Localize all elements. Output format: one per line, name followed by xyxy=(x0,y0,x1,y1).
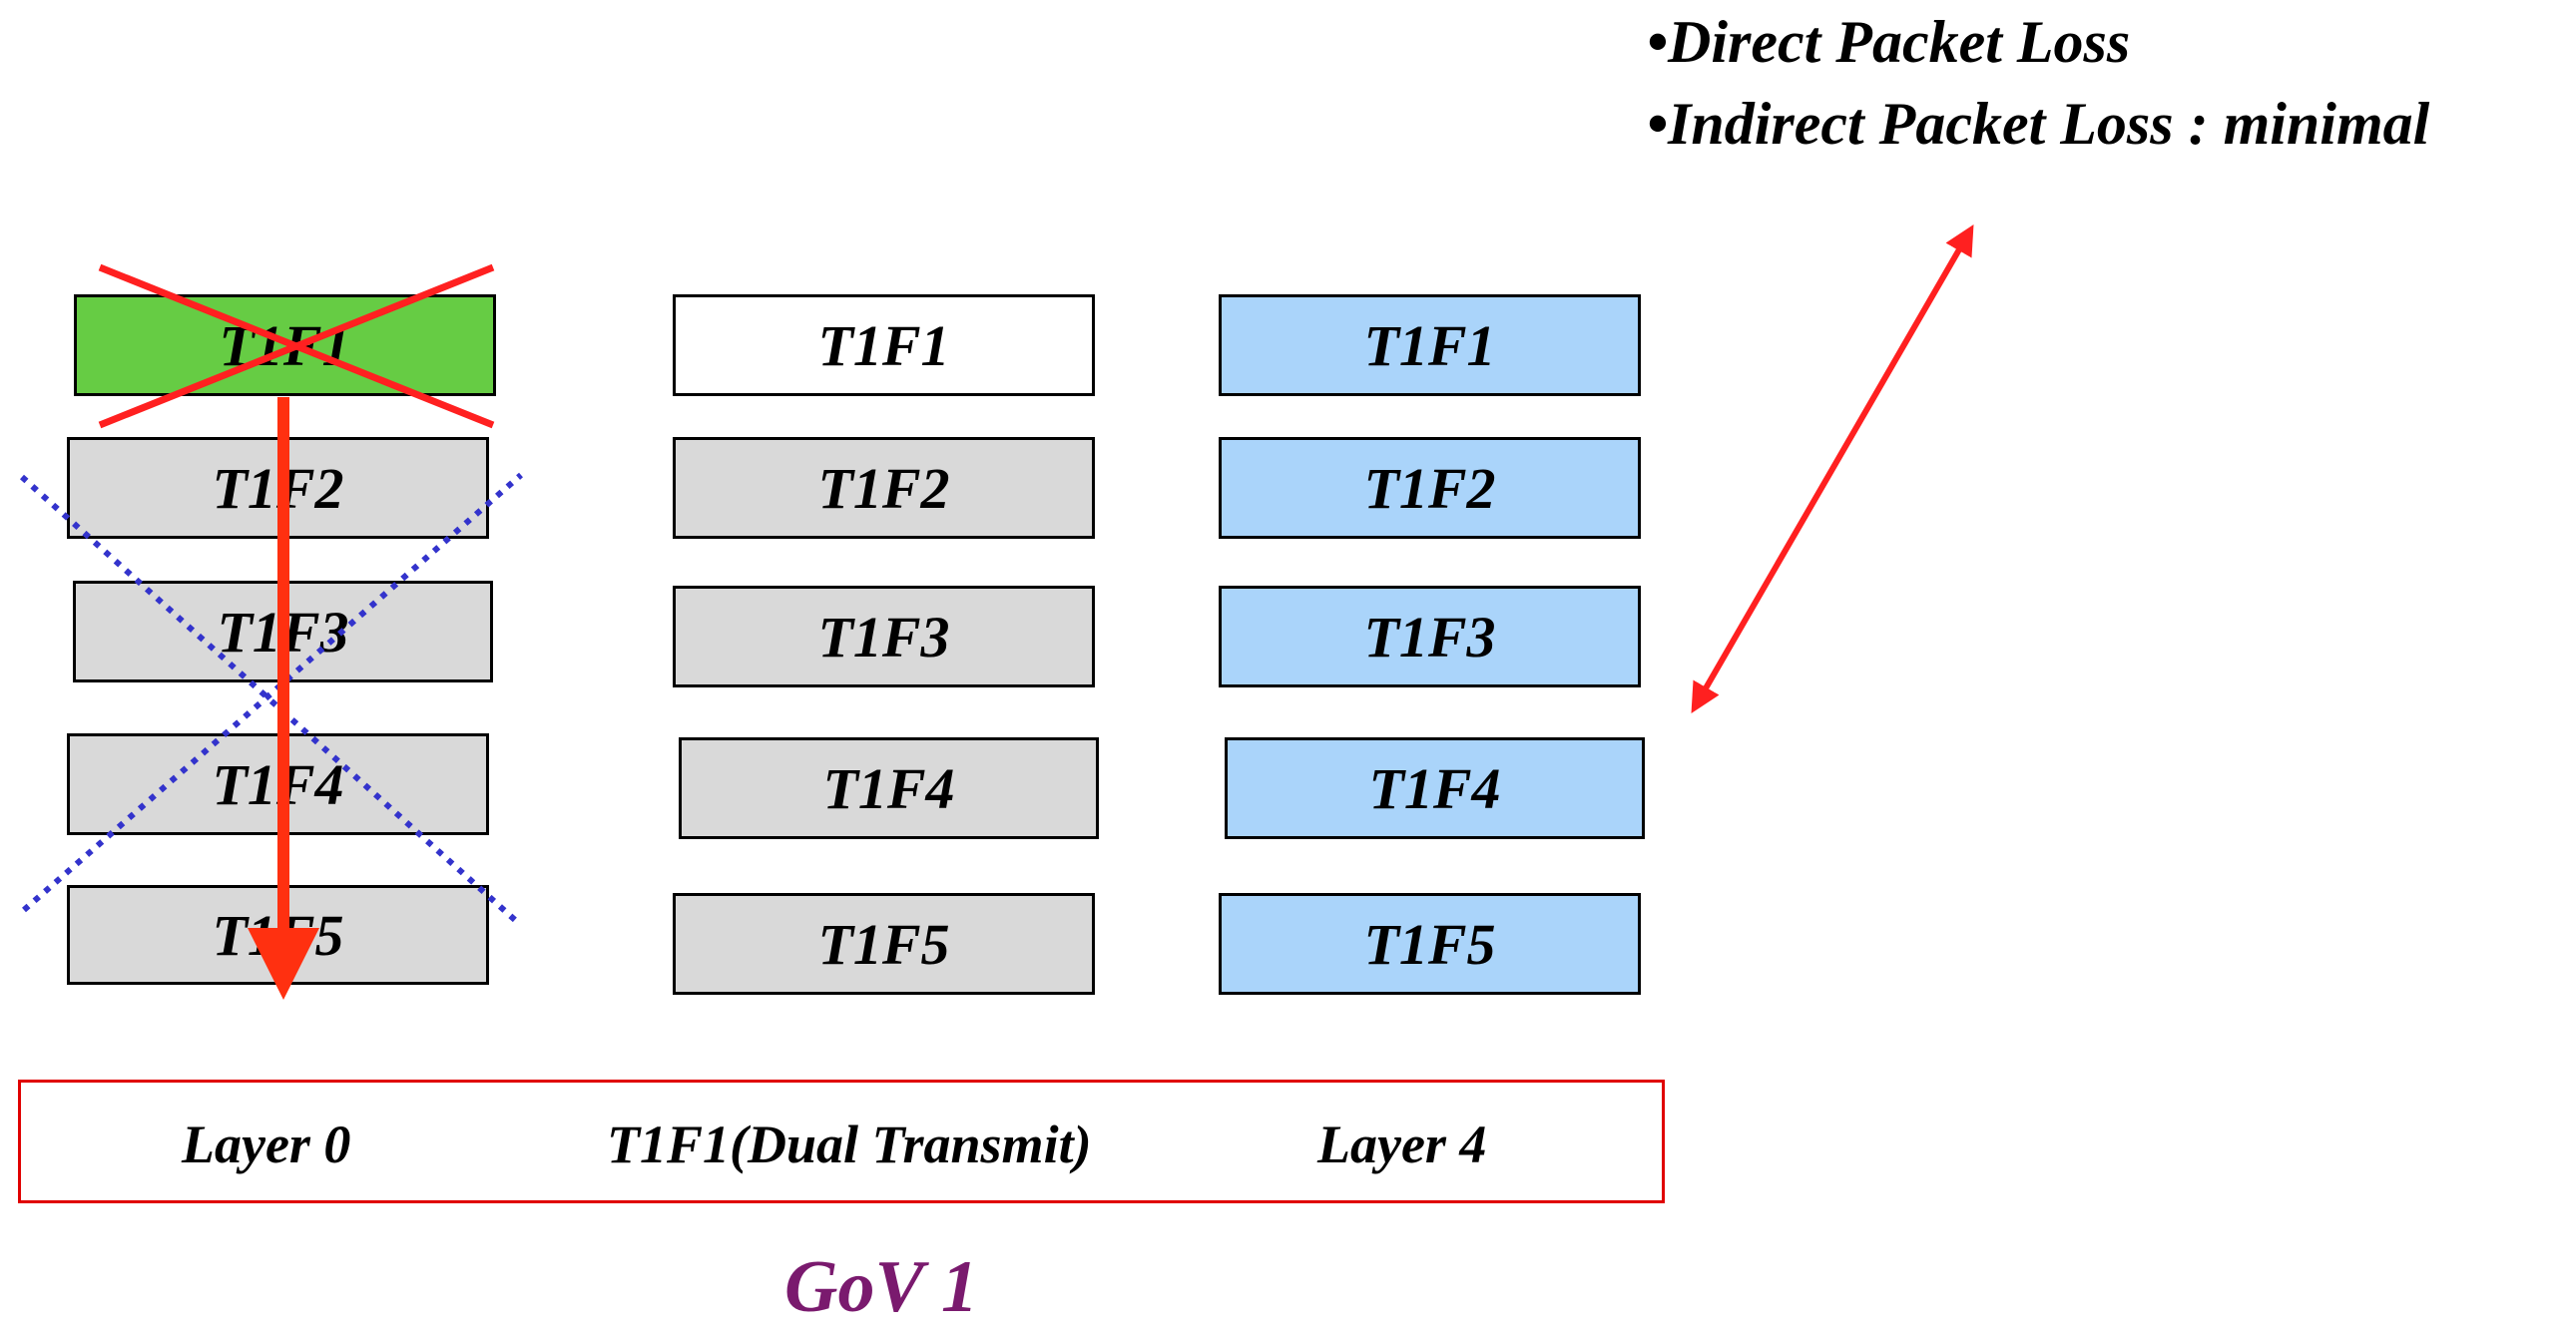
legend-box xyxy=(18,1080,1665,1203)
frame-layer4-t1f1: T1F1 xyxy=(1219,294,1641,396)
legend-layer0: Layer 0 xyxy=(182,1115,351,1174)
frame-dual-t1f1: T1F1 xyxy=(673,294,1095,396)
red-cross-icon xyxy=(98,263,495,429)
group-label: GoV 1 xyxy=(784,1246,978,1328)
frame-layer4-t1f3: T1F3 xyxy=(1219,586,1641,687)
double-headed-arrow xyxy=(1691,224,1974,713)
legend-dual-transmit: T1F1(Dual Transmit) xyxy=(607,1115,1092,1174)
dotted-blue-cross-icon xyxy=(19,472,523,923)
legend-layer4: Layer 4 xyxy=(1317,1115,1487,1174)
frame-dual-t1f2: T1F2 xyxy=(673,437,1095,539)
bullet-indirect-loss: •Indirect Packet Loss : minimal xyxy=(1647,91,2430,157)
bullet-direct-loss: •Direct Packet Loss xyxy=(1647,9,2131,75)
frame-layer4-t1f2: T1F2 xyxy=(1219,437,1641,539)
frame-dual-t1f4: T1F4 xyxy=(679,737,1099,839)
frame-layer4-t1f5: T1F5 xyxy=(1219,893,1641,995)
frame-dual-t1f3: T1F3 xyxy=(673,586,1095,687)
frame-dual-t1f5: T1F5 xyxy=(673,893,1095,995)
frame-layer4-t1f4: T1F4 xyxy=(1225,737,1645,839)
